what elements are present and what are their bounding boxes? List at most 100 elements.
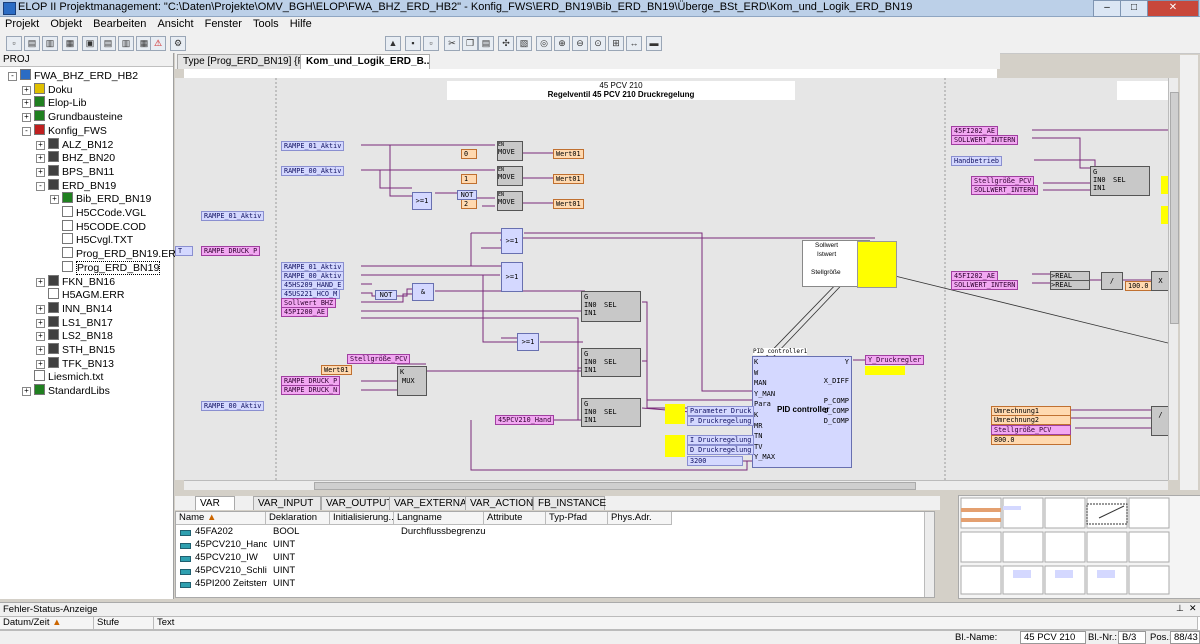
table-row[interactable]: 45PCV210_Schließ...UINT <box>176 565 924 577</box>
expand-icon[interactable]: + <box>36 140 45 150</box>
menu-tools[interactable]: Tools <box>252 18 279 30</box>
sel-block[interactable]: G IN0 IN1 SEL <box>581 291 641 322</box>
tab-var-action[interactable]: VAR_ACTION <box>465 496 533 510</box>
or-block[interactable]: >=1 <box>517 333 539 351</box>
folder-icon[interactable]: ▥ <box>42 36 58 51</box>
mux-block[interactable]: K MUX <box>397 366 427 396</box>
constant[interactable]: 800.0 <box>991 435 1071 445</box>
input-label[interactable]: Stellgröße_PCV <box>347 354 411 364</box>
menu-objekt[interactable]: Objekt <box>50 18 83 30</box>
err-col-text[interactable]: Text <box>154 617 1198 630</box>
expand-icon[interactable]: + <box>36 154 45 164</box>
input-label[interactable]: Stellgröße_PCV <box>991 425 1071 435</box>
tab-var-external[interactable]: VAR_EXTERNAL <box>389 496 472 510</box>
input-label[interactable]: I Druckregelung <box>687 435 755 445</box>
expand-icon[interactable]: + <box>22 85 31 95</box>
or-block[interactable]: >=1 <box>412 192 432 210</box>
tab-var-input[interactable]: VAR_INPUT <box>253 496 321 510</box>
tree-item[interactable]: STH_BN15 <box>48 343 115 356</box>
input-label[interactable]: RAMPE DRUCK_N <box>281 385 341 395</box>
grid-icon[interactable]: ⊞ <box>608 36 624 51</box>
vertical-scrollbar[interactable] <box>1168 78 1179 480</box>
input-label-clipped[interactable]: T <box>175 246 193 256</box>
input-label[interactable]: P Druckregelung <box>687 416 755 426</box>
maximize-button[interactable]: □ <box>1120 0 1148 17</box>
overview-minimap[interactable] <box>958 495 1200 599</box>
tree-item[interactable]: Doku <box>34 82 73 96</box>
input-label[interactable]: SOLLWERT_INTERN <box>971 185 1039 195</box>
col-header-langname[interactable]: Langname <box>394 512 484 525</box>
sel-block[interactable]: G IN0 IN1 SEL <box>581 348 641 377</box>
constant[interactable]: 100.0 <box>1125 281 1153 291</box>
zoom-area-icon[interactable]: ⊙ <box>590 36 606 51</box>
or-block[interactable]: >=1 <box>501 262 523 292</box>
tree-item[interactable]: ALZ_BN12 <box>48 137 113 151</box>
view2-icon[interactable]: ▤ <box>100 36 116 51</box>
expand-icon[interactable]: + <box>36 359 45 369</box>
collapse-icon[interactable]: - <box>22 126 31 136</box>
tree-item[interactable]: Elop-Lib <box>34 96 87 109</box>
divide-block[interactable]: / <box>1151 406 1168 436</box>
tab-var[interactable]: VAR <box>195 496 235 510</box>
input-label[interactable]: 45PI200_AE <box>281 307 328 317</box>
col-header-typpfad[interactable]: Typ-Pfad <box>546 512 608 525</box>
folder-up-icon[interactable]: ▲ <box>385 36 401 51</box>
zoom-out-icon[interactable]: ⊖ <box>572 36 588 51</box>
tab-var-output[interactable]: VAR_OUTPUT <box>321 496 393 510</box>
menu-projekt[interactable]: Projekt <box>5 18 40 30</box>
not-block[interactable]: NOT <box>457 190 477 200</box>
input-label[interactable]: RAMPE_01_Aktiv <box>281 141 345 151</box>
arrow-icon[interactable]: ↔ <box>626 36 642 51</box>
err-col-stufe[interactable]: Stufe <box>94 617 154 630</box>
input-label[interactable]: SOLLWERT_INTERN <box>951 135 1019 145</box>
divide-block[interactable]: / <box>1101 272 1123 290</box>
expand-icon[interactable]: + <box>50 195 59 205</box>
expand-icon[interactable]: + <box>22 387 31 397</box>
constant[interactable]: 1 <box>461 174 477 184</box>
multiply-block[interactable]: X <box>1151 271 1168 291</box>
close-icon[interactable]: ✕ <box>1189 603 1197 613</box>
close-button[interactable]: ✕ <box>1147 0 1199 17</box>
tree-item[interactable]: BHZ_BN20 <box>48 151 115 164</box>
collapse-icon[interactable]: - <box>36 181 45 191</box>
and-block[interactable]: & <box>412 283 434 301</box>
collapse-icon[interactable]: - <box>8 72 17 81</box>
diagram-canvas[interactable]: 45 PCV 210 Regelventil 45 PCV 210 Druckr… <box>175 78 1168 480</box>
zoom-fit-icon[interactable]: ◎ <box>536 36 552 51</box>
constant[interactable]: 2 <box>461 199 477 209</box>
scrollbar-thumb[interactable] <box>1170 92 1179 324</box>
save-all-icon[interactable]: ▫ <box>423 36 439 51</box>
expand-icon[interactable]: + <box>36 318 45 328</box>
col-header-attribute[interactable]: Attribute <box>484 512 546 525</box>
tree-item[interactable]: StandardLibs <box>34 384 110 397</box>
input-label[interactable]: Wert01 <box>321 365 352 375</box>
table-scrollbar[interactable] <box>924 512 934 597</box>
tree-item[interactable]: INN_BN14 <box>48 301 112 315</box>
input-label[interactable]: 3200 <box>687 456 743 466</box>
err-col-datum[interactable]: Datum/Zeit ▲ <box>0 617 94 630</box>
expand-icon[interactable]: + <box>22 113 31 123</box>
horizontal-scrollbar[interactable] <box>184 480 1168 490</box>
output-label[interactable]: Wert01 <box>553 199 584 209</box>
expand-icon[interactable]: + <box>22 99 31 109</box>
tree-item[interactable]: Bib_ERD_BN19 <box>62 192 151 205</box>
col-header-name[interactable]: Name ▲ <box>176 512 266 525</box>
expand-icon[interactable]: + <box>36 304 45 314</box>
open-icon[interactable]: ▤ <box>24 36 40 51</box>
expand-icon[interactable]: + <box>36 277 45 287</box>
expand-icon[interactable]: + <box>36 346 45 355</box>
tree-item[interactable]: Konfig_FWS <box>34 123 107 137</box>
input-label[interactable]: Umrechnung2 <box>991 415 1071 425</box>
zoom-in-icon[interactable]: ⊕ <box>554 36 570 51</box>
output-label[interactable]: Wert01 <box>553 149 584 159</box>
table-row[interactable]: 45PI200 ZeitstempelUINT <box>176 578 924 590</box>
real-conv-block[interactable]: >REAL <box>1050 280 1090 290</box>
paste-icon[interactable]: ▤ <box>478 36 494 51</box>
